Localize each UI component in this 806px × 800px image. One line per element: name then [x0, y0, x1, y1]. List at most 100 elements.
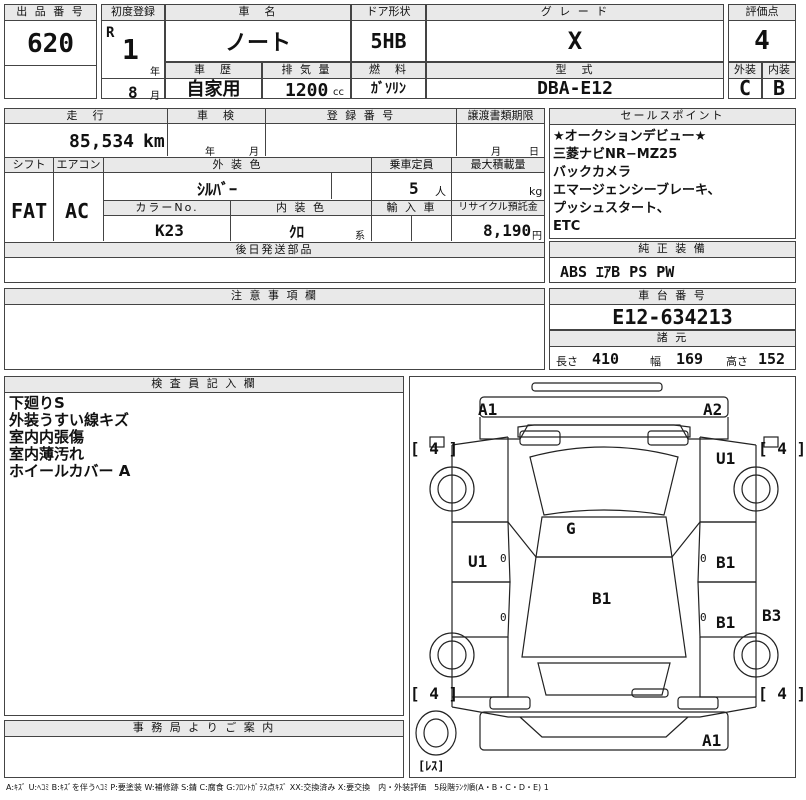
tire-rear-left: [ 4 ] — [410, 684, 459, 703]
car-diagram-svg — [415, 382, 779, 756]
grade-value: X — [567, 27, 583, 55]
chassis-box: 車 台 番 号 E12-634213 — [549, 288, 796, 330]
specs-label: 諸 元 — [550, 331, 795, 347]
lot-number-value: 620 — [27, 29, 74, 59]
height-value: 152 — [758, 350, 786, 368]
spare-tire-label: [ﾚｽ] — [418, 759, 445, 773]
interior-box: 内装 B — [762, 62, 796, 100]
reg-no-label: 登 録 番 号 — [265, 109, 456, 124]
recycle-unit: 円 — [532, 231, 542, 242]
interior-color-label: 内 装 色 — [230, 201, 371, 216]
car-name-box: 車 名 ノート — [165, 4, 351, 62]
grade-label: グ レ ー ド — [427, 5, 723, 21]
inspector-list: 下廻りS 外装うすい線キズ 室内内張傷 室内薄汚れ ホイールカバー A — [9, 395, 130, 480]
history-box: 車 歴 自家用 — [165, 62, 262, 100]
door-box: ドア形状 5HB — [351, 4, 426, 62]
capacity-value: 5 — [409, 179, 419, 198]
inspector-item: 室内薄汚れ — [9, 445, 85, 463]
sales-points-box: セールスポイント ★オークションデビュー★ 三菱ナビNR−MZ25 バックカメラ… — [549, 108, 796, 239]
era-value: R — [106, 25, 115, 41]
transfer-day-unit: 日 — [529, 147, 539, 158]
mark-u1-left: U1 — [468, 552, 488, 571]
recycle-value: 8,190 — [483, 221, 532, 240]
car-name-label: 車 名 — [166, 5, 350, 21]
fuel-value: ｶﾞｿﾘﾝ — [371, 81, 406, 97]
grade-box: グ レ ー ド X — [426, 4, 724, 62]
mark-a1-rear: A1 — [702, 731, 722, 750]
lot-number-label: 出 品 番 号 — [5, 5, 96, 21]
ac-value: AC — [65, 199, 90, 223]
inspection-label: 車 検 — [167, 109, 265, 124]
history-label: 車 歴 — [166, 63, 261, 79]
specs-box: 諸 元 長さ 410 幅 169 高さ 152 — [549, 330, 796, 370]
month-unit: 月 — [150, 91, 160, 102]
mark-zero-right-1: 0 — [700, 552, 707, 565]
lot-number-box: 出 品 番 号 620 — [4, 4, 97, 99]
sales-point-item: プッシュスタート、 — [553, 201, 670, 216]
sales-point-item: バックカメラ — [553, 165, 632, 180]
door-label: ドア形状 — [352, 5, 425, 21]
length-value: 410 — [592, 350, 620, 368]
recycle-label: リサイクル預託金 — [451, 201, 544, 216]
inspector-item: 外装うすい線キズ — [9, 411, 130, 429]
equipment-box: 純 正 装 備 ABS ｴｱB PS PW — [549, 241, 796, 283]
mileage-value: 85,534 — [69, 131, 135, 152]
chassis-label: 車 台 番 号 — [550, 289, 795, 305]
score-box: 評価点 4 — [728, 4, 796, 62]
door-value: 5HB — [370, 29, 407, 53]
mark-u1-right: U1 — [716, 449, 736, 468]
model-value: DBA-E12 — [537, 77, 613, 99]
mark-b1-center: B1 — [592, 589, 612, 608]
interior-label: 内装 — [763, 63, 795, 79]
fuel-label: 燃 料 — [352, 63, 425, 79]
details-grid: 走 行 車 検 登 録 番 号 譲渡書類期限 85,534 km 年 月 月 日… — [4, 108, 545, 283]
chassis-value: E12-634213 — [612, 305, 733, 329]
month-value: 8 — [128, 83, 138, 102]
mark-a2-front-right: A2 — [703, 400, 723, 419]
mark-b3: B3 — [762, 606, 782, 625]
shift-label: シフト — [5, 158, 53, 173]
mark-b1-right-lower: B1 — [716, 613, 736, 632]
inspector-item: 下廻りS — [9, 394, 65, 412]
mark-b1-right-upper: B1 — [716, 553, 736, 572]
exterior-value: C — [738, 76, 752, 100]
exterior-box: 外装 C — [728, 62, 762, 100]
history-value: 自家用 — [186, 79, 241, 100]
inspector-item: ホイールカバー A — [9, 462, 131, 480]
equipment-label: 純 正 装 備 — [550, 242, 795, 258]
color-no-label: カラーNo. — [104, 201, 230, 216]
model-box: 型 式 DBA-E12 — [426, 62, 724, 99]
interior-value: B — [772, 76, 786, 100]
width-value: 169 — [676, 350, 704, 368]
car-name-value: ノート — [224, 31, 291, 56]
width-label: 幅 — [650, 355, 661, 368]
transfer-label: 譲渡書類期限 — [456, 109, 544, 124]
sales-point-item: ★オークションデビュー★ — [553, 129, 707, 144]
sales-point-item: エマージェンシーブレーキ、 — [553, 183, 721, 198]
sales-points-label: セールスポイント — [550, 109, 795, 125]
model-label: 型 式 — [427, 63, 723, 79]
mark-a1-front-left: A1 — [478, 400, 498, 419]
load-unit: kg — [529, 185, 543, 198]
mark-zero-left-1: 0 — [500, 552, 507, 565]
tire-front-right: [ 4 ] — [758, 439, 806, 458]
color-no-value: K23 — [155, 221, 184, 240]
displacement-value: 1200 — [285, 80, 329, 101]
inspection-year-unit: 年 — [205, 147, 215, 158]
displacement-label: 排 気 量 — [263, 63, 350, 79]
mileage-unit: km — [143, 131, 165, 152]
ac-label: エアコン — [53, 158, 103, 173]
capacity-unit: 人 — [435, 185, 446, 198]
tire-front-left: [ 4 ] — [410, 439, 459, 458]
length-label: 長さ — [556, 355, 578, 368]
inspection-month-unit: 月 — [249, 147, 259, 158]
inspector-box: 検 査 員 記 入 欄 下廻りS 外装うすい線キズ 室内内張傷 室内薄汚れ ホイ… — [4, 376, 404, 716]
sales-point-item: ETC — [553, 219, 581, 234]
mileage-label: 走 行 — [5, 109, 167, 124]
inspector-label: 検 査 員 記 入 欄 — [5, 377, 403, 393]
score-label: 評価点 — [729, 5, 795, 21]
year-unit: 年 — [150, 67, 160, 78]
mark-g: G — [566, 519, 576, 538]
interior-color-value: ｸﾛ — [289, 223, 305, 241]
mark-zero-right-2: 0 — [700, 611, 707, 624]
